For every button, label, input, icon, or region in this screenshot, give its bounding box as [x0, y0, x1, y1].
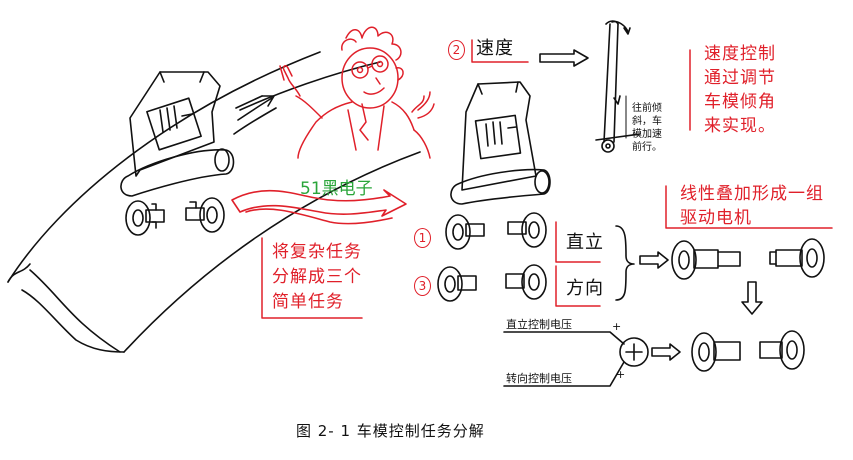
step-number-2: 2	[448, 40, 465, 60]
speed-note-line: 通过调节	[704, 68, 776, 88]
decompose-note-line: 分解成三个	[272, 267, 362, 287]
combine-note-line: 驱动电机	[680, 208, 752, 228]
decompose-note: 将复杂任务 分解成三个 简单任务	[272, 240, 362, 315]
forward-note-line: 模加速	[632, 129, 662, 140]
robot-car-left	[120, 71, 235, 236]
plus-sign-top: +	[612, 320, 622, 333]
red-brackets	[261, 39, 833, 319]
wheel-pair-direction	[437, 264, 547, 302]
watermark-logo: 51黑电子	[300, 179, 373, 199]
forward-note-line: 斜，车	[632, 116, 662, 127]
motor-pair-final	[691, 330, 805, 372]
forward-note-line: 前行。	[632, 142, 662, 153]
track-road	[7, 51, 421, 353]
step-number-1: 1	[414, 228, 431, 248]
forward-note-line: 往前倾	[632, 103, 662, 114]
motor-pair-combined	[671, 238, 825, 280]
brace-merge	[615, 225, 669, 301]
speed-note-line: 车模倾角	[704, 92, 776, 112]
combine-note-line: 线性叠加形成一组	[680, 184, 824, 204]
robot-car-right	[445, 81, 551, 250]
forward-note: 往前倾 斜，车 模加速 前行。	[632, 102, 662, 154]
combine-note: 线性叠加形成一组 驱动电机	[680, 182, 824, 230]
decompose-note-line: 简单任务	[272, 292, 344, 312]
figure-caption: 图 2- 1 车模控制任务分解	[296, 422, 485, 440]
voltage-adder	[503, 331, 681, 387]
turn-voltage-label: 转向控制电压	[506, 372, 572, 385]
tilt-pendulum	[595, 20, 641, 153]
speed-note-line: 速度控制	[704, 44, 776, 64]
step-number-3: 3	[414, 276, 431, 296]
upright-label: 直立	[566, 232, 604, 253]
speed-note: 速度控制 通过调节 车模倾角 来实现。	[704, 42, 776, 138]
upright-voltage-label: 直立控制电压	[506, 318, 572, 331]
speed-note-line: 来实现。	[704, 116, 776, 136]
down-arrow	[741, 281, 763, 315]
scientist-cartoon	[279, 26, 435, 159]
decompose-arrow	[231, 189, 407, 225]
decompose-note-line: 将复杂任务	[272, 242, 362, 262]
speed-arrow	[539, 49, 589, 67]
track-arrow	[233, 95, 277, 135]
speed-label: 速度	[476, 38, 514, 59]
direction-label: 方向	[566, 278, 604, 299]
plus-sign-bottom: +	[616, 368, 626, 381]
